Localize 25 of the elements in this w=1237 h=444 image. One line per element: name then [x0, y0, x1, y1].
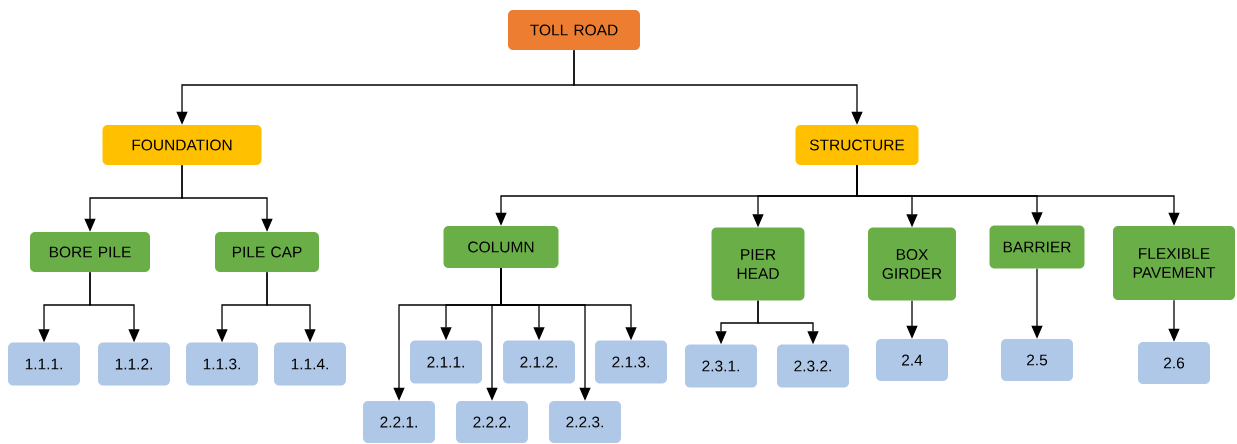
item-box: 2.3.2.	[777, 344, 849, 388]
element-box: BOX GIRDER	[868, 227, 956, 301]
item-box: 2.5	[1001, 339, 1073, 381]
item-box: 2.2.2.	[456, 401, 528, 443]
item-box: 2.4	[876, 339, 948, 381]
element-box: PILE CAP	[215, 232, 319, 272]
item-box: 1.1.2.	[98, 342, 170, 386]
element-box: BARRIER	[989, 225, 1085, 269]
item-box: 2.2.3.	[549, 401, 621, 443]
element-box: FLEXIBLE PAVEMENT	[1113, 226, 1235, 300]
item-box: 2.2.1.	[363, 401, 435, 443]
item-box: 2.3.1.	[685, 344, 757, 388]
item-box: 1.1.3.	[186, 342, 258, 386]
category-box: FOUNDATION	[102, 125, 262, 165]
root-box: TOLL ROAD	[508, 10, 640, 50]
item-box: 2.6	[1138, 342, 1210, 384]
item-box: 2.1.2.	[503, 340, 575, 384]
item-box: 1.1.4.	[274, 342, 346, 386]
category-box: STRUCTURE	[795, 125, 919, 165]
item-box: 2.1.3.	[595, 340, 667, 384]
element-box: COLUMN	[443, 226, 559, 268]
item-box: 1.1.1.	[8, 342, 80, 386]
element-box: BORE PILE	[30, 232, 150, 272]
item-box: 2.1.1.	[410, 340, 482, 384]
element-box: PIER HEAD	[711, 227, 805, 301]
